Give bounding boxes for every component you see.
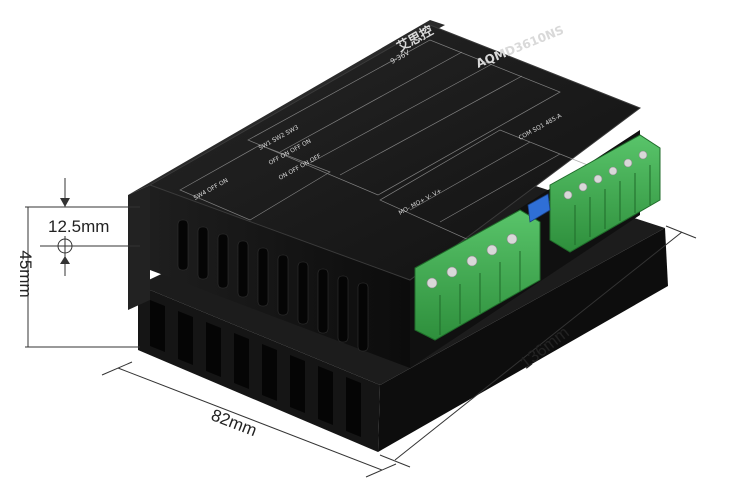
dimension-width	[101, 361, 397, 478]
terminal-offset-label: 12.5mm	[48, 217, 109, 236]
top-label-panel: SW1 SW2 SW3 OFF ON OFF ON ON OFF ON OFF …	[148, 23, 642, 281]
dimension-length	[379, 225, 697, 468]
width-label: 82mm	[209, 406, 260, 441]
dimension-height	[25, 178, 140, 348]
signal-terminal-block	[549, 134, 661, 253]
power-terminal-block	[414, 209, 541, 341]
enclosure-front	[150, 185, 410, 368]
height-label: 45mm	[16, 250, 35, 297]
dip-switch	[527, 193, 551, 223]
